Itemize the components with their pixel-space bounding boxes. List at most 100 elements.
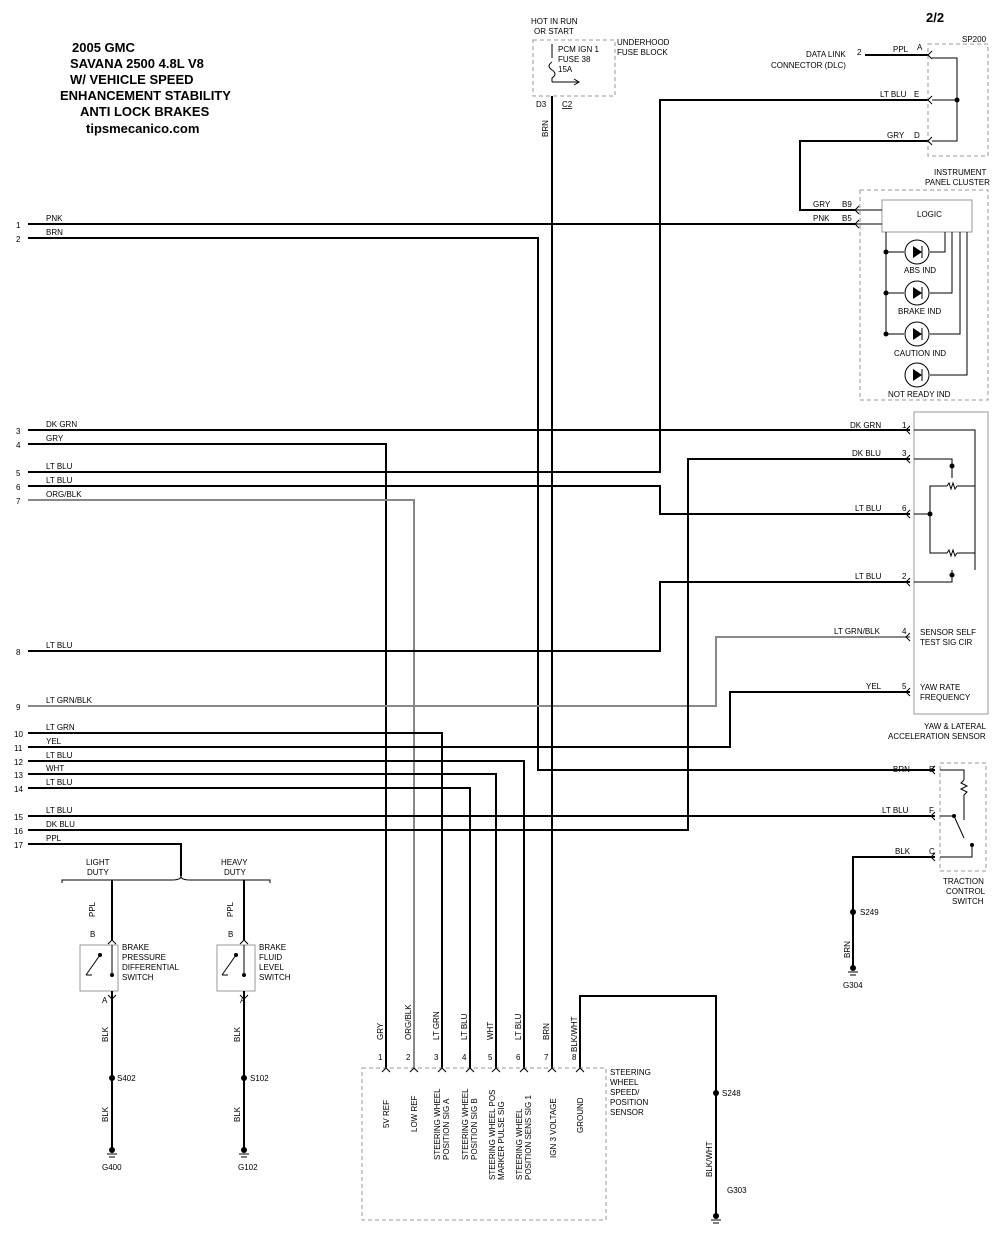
duty-brackets: LIGHT DUTY HEAVY DUTY bbox=[61, 858, 271, 940]
yaw-pin-6: 6 bbox=[902, 504, 907, 513]
traction-pin-f: F bbox=[929, 806, 934, 815]
steering-pin-3-func-1: STEERING WHEEL bbox=[433, 1088, 442, 1160]
junction-dot bbox=[949, 463, 955, 469]
sp200-pin-a: A bbox=[917, 43, 923, 52]
left-pin-10-color: LT GRN bbox=[46, 723, 75, 732]
instrument-panel-cluster: INSTRUMENT PANEL CLUSTER LOGIC GRY B9 PN… bbox=[813, 168, 990, 401]
wires bbox=[28, 54, 935, 1216]
wire-4-gry bbox=[28, 443, 387, 1068]
steering-pin-5-color: WHT bbox=[486, 1022, 495, 1040]
steering-pin-4-num: 4 bbox=[462, 1053, 467, 1062]
left-pin-11-num: 11 bbox=[14, 744, 23, 753]
yaw-pin-1-color: DK GRN bbox=[850, 421, 881, 430]
logic-label: LOGIC bbox=[917, 210, 942, 219]
yaw-test-line-2: TEST SIG CIR bbox=[920, 638, 973, 647]
brake-indicator-label: BRAKE IND bbox=[898, 307, 941, 316]
s248-splice-dot bbox=[713, 1090, 719, 1096]
left-pin-8-color: LT BLU bbox=[46, 641, 73, 650]
left-pin-16-color: DK BLU bbox=[46, 820, 75, 829]
fuse-name: PCM IGN 1 bbox=[558, 45, 599, 54]
left-pin-6-color: LT BLU bbox=[46, 476, 73, 485]
bfl-top-wire-color: PPL bbox=[226, 901, 235, 917]
g102-label: G102 bbox=[238, 1163, 258, 1172]
steering-pin-4-func-1: STEERING WHEEL bbox=[461, 1088, 470, 1160]
wire-traction-blk bbox=[852, 856, 935, 968]
traction-ground-wire-color: BRN bbox=[843, 941, 852, 958]
brake-indicator-lamp-icon bbox=[904, 280, 930, 306]
g303-label: G303 bbox=[727, 1186, 747, 1195]
title-line-5: ANTI LOCK BRAKES bbox=[80, 104, 210, 119]
junction-dot bbox=[952, 814, 956, 818]
steering-pin-7-color: BRN bbox=[542, 1023, 551, 1040]
junction-dot bbox=[949, 572, 955, 578]
cluster-logic-feed bbox=[855, 209, 882, 225]
fuse-connector: C2 bbox=[562, 100, 573, 109]
wire-cluster-gry bbox=[799, 140, 928, 211]
left-pin-6-num: 6 bbox=[16, 483, 21, 492]
yaw-pin-4: 4 bbox=[902, 627, 907, 636]
left-pin-8-num: 8 bbox=[16, 648, 21, 657]
steering-pin-3-func-2: POSITION SIG A bbox=[442, 1098, 451, 1160]
sp200-label: SP200 bbox=[962, 35, 987, 44]
steering-ground-wire-color: BLK/WHT bbox=[705, 1141, 714, 1177]
bpd-name-4: SWITCH bbox=[122, 973, 154, 982]
yaw-pin-4-color: LT GRN/BLK bbox=[834, 627, 881, 636]
duty-ppl-drops bbox=[111, 880, 245, 940]
cluster-b5-pin: B5 bbox=[842, 214, 852, 223]
sp200-wire-e-color: LT BLU bbox=[880, 90, 907, 99]
left-pin-17-num: 17 bbox=[14, 841, 23, 850]
traction-name-3: SWITCH bbox=[952, 897, 984, 906]
steering-name-2: WHEEL bbox=[610, 1078, 639, 1087]
steering-pin-4-color: LT BLU bbox=[460, 1013, 469, 1040]
yaw-pin-5-color: YEL bbox=[866, 682, 882, 691]
light-duty-line-1: LIGHT bbox=[86, 858, 110, 867]
steering-sensor-outline bbox=[361, 1067, 607, 1221]
title-line-1: 2005 GMC bbox=[72, 40, 135, 55]
s102-label: S102 bbox=[250, 1074, 269, 1083]
left-pin-12-color: LT BLU bbox=[46, 751, 73, 760]
junction-dot bbox=[883, 331, 889, 337]
logic-box bbox=[881, 199, 973, 233]
cluster-b9-color: GRY bbox=[813, 200, 831, 209]
wire-12-ltblu bbox=[28, 760, 525, 1068]
traction-pin-c: C bbox=[929, 847, 935, 856]
heavy-duty-line-2: DUTY bbox=[224, 868, 246, 877]
yaw-sensor-outline bbox=[913, 411, 989, 715]
yaw-rate-line-2: FREQUENCY bbox=[920, 693, 971, 702]
steering-pin-8-num: 8 bbox=[572, 1053, 577, 1062]
bfl-name-4: SWITCH bbox=[259, 973, 291, 982]
sp200-splice-pack: SP200 DATA LINK CONNECTOR (DLC) 2 PPL A … bbox=[771, 35, 989, 157]
cluster-indicator-returns bbox=[930, 232, 968, 376]
steering-pin-6-color: LT BLU bbox=[514, 1013, 523, 1040]
bpd-name-1: BRAKE bbox=[122, 943, 149, 952]
bpd-contact-icon bbox=[85, 945, 113, 976]
bfl-contact-icon bbox=[221, 945, 245, 976]
sp200-bus bbox=[932, 57, 958, 142]
sp200-pin-e: E bbox=[914, 90, 919, 99]
sp200-wire-d-color: GRY bbox=[887, 131, 905, 140]
ground-icon bbox=[848, 965, 858, 976]
fuse-hot-line-2: OR START bbox=[534, 27, 574, 36]
cluster-outline bbox=[859, 189, 989, 401]
left-pin-5-num: 5 bbox=[16, 469, 21, 478]
cluster-b9-pin: B9 bbox=[842, 200, 852, 209]
steering-name-4: POSITION bbox=[610, 1098, 648, 1107]
bfl-body bbox=[216, 944, 256, 992]
dlc-name-2: CONNECTOR (DLC) bbox=[771, 61, 846, 70]
wire-13-wht bbox=[28, 773, 497, 1068]
steering-pin-8-color: BLK/WHT bbox=[570, 1016, 579, 1052]
traction-control-switch: TRACTION CONTROL SWITCH BRN E LT BLU F B… bbox=[843, 762, 987, 990]
not-ready-indicator-lamp-icon bbox=[904, 362, 930, 388]
bfl-bottom-wire-color: BLK bbox=[233, 1106, 242, 1122]
left-pin-10-num: 10 bbox=[14, 730, 23, 739]
junction-dot bbox=[110, 973, 114, 977]
left-pin-12-num: 12 bbox=[14, 758, 23, 767]
steering-wheel-sensor: STEERING WHEEL SPEED/ POSITION SENSOR GR… bbox=[361, 1004, 747, 1224]
s249-label: S249 bbox=[860, 908, 879, 917]
fuse-icon bbox=[548, 44, 556, 82]
s249-splice-dot bbox=[850, 909, 856, 915]
sp200-junction bbox=[954, 97, 960, 103]
bfl-mid-wire-color: BLK bbox=[233, 1026, 242, 1042]
s402-splice-dot bbox=[109, 1075, 115, 1081]
yaw-resistor-icon bbox=[946, 481, 958, 558]
